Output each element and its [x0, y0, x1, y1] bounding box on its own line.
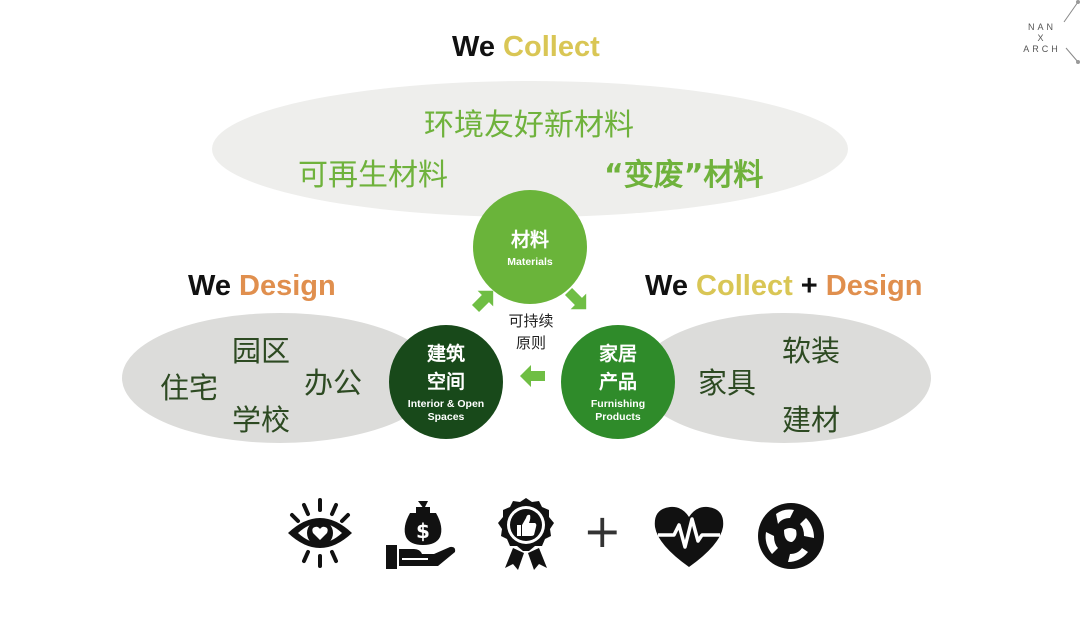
- furnishing-cn-2: 产品: [598, 371, 637, 393]
- eye-heart-icon: [288, 498, 352, 568]
- right-item-building-material: 建材: [782, 403, 841, 437]
- right-item-furniture: 家具: [698, 366, 757, 400]
- heading-we-collect: We Collect: [452, 31, 600, 64]
- furnishing-cn-1: 家居: [598, 343, 637, 365]
- furnishing-en-1: Furnishing: [590, 398, 646, 410]
- left-item-park: 园区: [232, 334, 291, 368]
- svg-text:$: $: [416, 519, 430, 543]
- heart-pulse-icon: [654, 506, 724, 567]
- sustainability-label: 可持续 原则: [502, 310, 560, 354]
- circle-furnishing: 家居 产品 Furnishing Products: [561, 325, 675, 439]
- architecture-en-2: Spaces: [427, 411, 465, 423]
- right-item-soft-furnishing: 软装: [782, 334, 841, 368]
- arrow-furnishing-to-architecture: [520, 365, 545, 387]
- heading-design: Design: [239, 270, 336, 302]
- architecture-cn-2: 空间: [426, 371, 465, 393]
- materials-en: Materials: [507, 255, 553, 268]
- thumbs-up-badge-icon: [498, 498, 554, 570]
- top-left-text: 可再生材料: [298, 158, 448, 193]
- left-ellipse: [122, 313, 438, 443]
- heading-collect: Collect: [503, 31, 600, 63]
- sustainability-line-2: 原则: [515, 334, 546, 352]
- left-item-residence: 住宅: [160, 371, 219, 405]
- architecture-en-1: Interior & Open: [407, 398, 485, 410]
- architecture-cn-1: 建筑: [426, 343, 465, 365]
- heading-design: Design: [825, 270, 923, 302]
- logo-line-2: X: [1037, 33, 1047, 43]
- right-ellipse: [637, 313, 931, 443]
- top-line1: 环境友好新材料: [424, 108, 634, 143]
- left-item-school: 学校: [232, 403, 291, 437]
- furnishing-en-2: Products: [595, 411, 641, 423]
- recycle-globe-icon: [758, 503, 824, 569]
- left-item-office: 办公: [304, 366, 363, 400]
- top-right-text: “变废”材料: [604, 158, 764, 193]
- heading-we-design: We Design: [188, 270, 336, 303]
- logo-lines-icon: [1063, 0, 1080, 64]
- circle-materials: 材料 Materials: [473, 190, 587, 304]
- logo-line-3: ARCH: [1023, 44, 1061, 54]
- circle-architecture: 建筑 空间 Interior & Open Spaces: [389, 325, 503, 439]
- heading-collect: Collect: [696, 270, 793, 302]
- heading-we: We: [452, 31, 495, 63]
- money-hand-icon: $: [386, 501, 456, 569]
- materials-cn: 材料: [510, 228, 549, 251]
- plus-icon: +: [583, 504, 622, 558]
- logo-line-1: NAN: [1027, 22, 1056, 32]
- heading-we: We: [188, 270, 231, 302]
- heading-plus: +: [800, 270, 818, 302]
- corner-logo: NAN X ARCH: [1020, 0, 1080, 70]
- sustainability-line-1: 可持续: [508, 312, 554, 330]
- heading-we: We: [645, 270, 688, 302]
- heading-we-collect-design: We Collect + Design: [645, 270, 922, 303]
